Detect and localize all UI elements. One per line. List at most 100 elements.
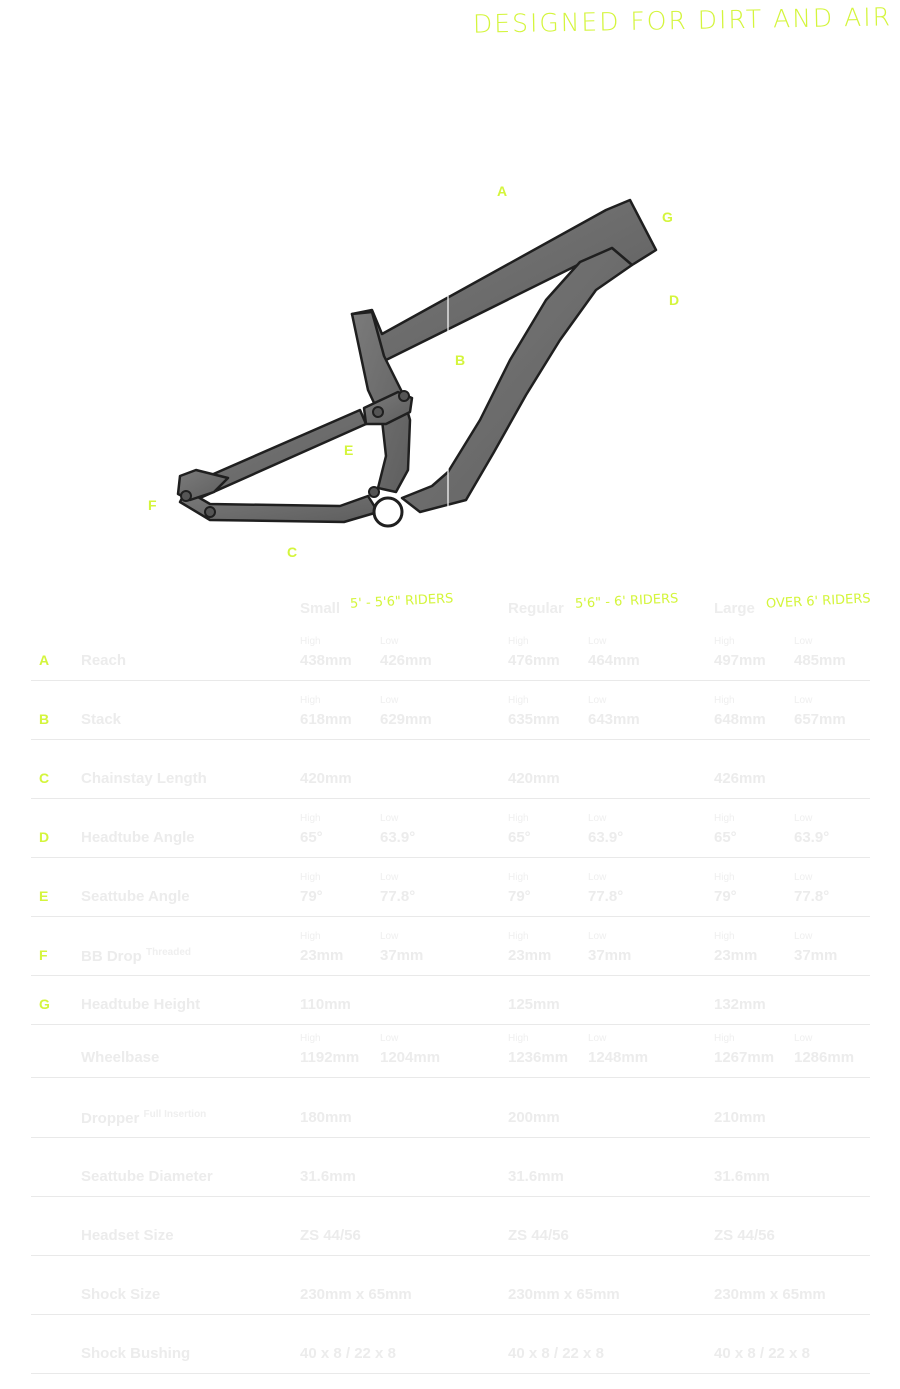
row-name-text: BB Drop [81,948,142,965]
spec-value: ZS 44/56 [300,1227,361,1244]
row-name: Stack [81,711,121,728]
frame-label-d: D [669,292,680,308]
low-label: Low [380,695,399,706]
spec-value: 65° [714,829,737,846]
low-label: Low [380,636,399,647]
row-name: Wheelbase [81,1049,159,1066]
table-row: Headset Size ZS 44/56 ZS 44/56 ZS 44/56 [31,1197,870,1256]
size-regular-header: Regular [508,600,564,617]
spec-value: 476mm [508,652,560,669]
spec-value: 79° [714,888,737,905]
spec-value: 438mm [300,652,352,669]
row-name-note: Full Insertion [143,1109,207,1120]
high-label: High [300,931,321,942]
high-label: High [714,636,735,647]
frame-label-g: G [662,209,673,225]
spec-value: 426mm [380,652,432,669]
high-label: High [714,1033,735,1044]
low-label: Low [794,931,813,942]
spec-value: 63.9° [380,829,416,846]
frame-label-f: F [148,497,157,513]
high-label: High [300,872,321,883]
spec-value: 40 x 8 / 22 x 8 [714,1345,810,1362]
spec-value: 79° [300,888,323,905]
row-name: Shock Bushing [81,1345,190,1362]
low-label: Low [588,1033,607,1044]
spec-value: 180mm [300,1109,352,1126]
row-name-text: Dropper [81,1110,140,1127]
row-code: D [39,829,50,845]
spec-value: 426mm [714,770,766,787]
row-code: C [39,770,50,786]
high-label: High [714,931,735,942]
row-name: Headset Size [81,1227,174,1244]
low-label: Low [588,813,607,824]
low-label: Low [794,813,813,824]
spec-value: 1192mm [300,1049,360,1066]
spec-value: 230mm x 65mm [508,1286,620,1303]
low-label: Low [380,872,399,883]
spec-value: 420mm [508,770,560,787]
row-name-text: Stack [81,711,122,728]
spec-value: 23mm [714,947,758,964]
table-row: C Chainstay Length 420mm 420mm 426mm [31,750,870,799]
row-name: Seattube Angle [81,888,190,905]
low-label: Low [380,813,399,824]
low-label: Low [588,636,607,647]
row-name-text: Headtube Height [81,996,201,1013]
bike-frame-illustration [176,198,658,528]
spec-value: 1236mm [508,1049,569,1066]
low-label: Low [794,1033,813,1044]
row-name-text: Chainstay Length [81,770,207,787]
spec-value: 643mm [588,711,640,728]
table-row: E Seattube Angle High 79° Low 77.8° High 79° Low… [31,868,870,917]
spec-value: ZS 44/56 [714,1227,775,1244]
spec-value: 37mm [588,947,632,964]
low-label: Low [794,636,813,647]
spec-value: 464mm [588,652,640,669]
high-label: High [714,695,735,706]
high-label: High [508,695,529,706]
size-small-riders: 5' - 5'6" RIDERS [349,591,454,612]
high-label: High [508,872,529,883]
row-code: G [39,996,50,1012]
high-label: High [300,1033,321,1044]
low-label: Low [794,695,813,706]
spec-value: 230mm x 65mm [300,1286,412,1303]
high-label: High [714,813,735,824]
row-code: F [39,947,48,963]
size-large-riders: OVER 6' RIDERS [765,591,871,612]
spec-value: 65° [300,829,323,846]
row-code: E [39,888,49,904]
spec-value: 1286mm [794,1049,855,1066]
row-name: BB Drop Threaded [81,947,191,965]
spec-value: 79° [508,888,531,905]
high-label: High [508,931,529,942]
spec-value: 63.9° [794,829,830,846]
low-label: Low [380,1033,399,1044]
spec-value: ZS 44/56 [508,1227,569,1244]
low-label: Low [588,872,607,883]
row-code: A [39,652,50,668]
low-label: Low [794,872,813,883]
spec-value: 210mm [714,1109,766,1126]
spec-value: 37mm [794,947,838,964]
spec-value: 420mm [300,770,352,787]
high-label: High [508,813,529,824]
spec-value: 485mm [794,652,846,669]
spec-value: 497mm [714,652,766,669]
high-label: High [508,636,529,647]
row-name-text: Wheelbase [81,1049,160,1066]
spec-value: 23mm [300,947,344,964]
spec-value: 230mm x 65mm [714,1286,826,1303]
spec-value: 37mm [380,947,424,964]
row-code: B [39,711,50,727]
spec-value: 635mm [508,711,560,728]
spec-value: 618mm [300,711,352,728]
spec-value: 77.8° [588,888,624,905]
